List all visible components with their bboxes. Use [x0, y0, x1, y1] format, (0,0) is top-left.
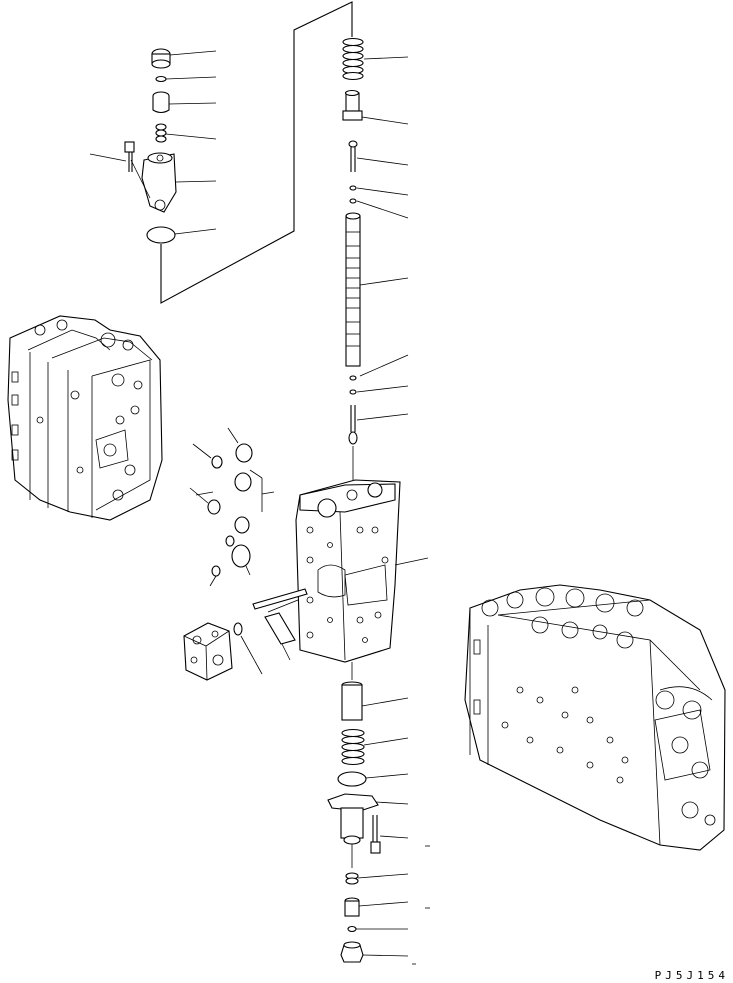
- right-control-valve-view: [464, 584, 726, 851]
- drawing-code-label: PJ5J154: [654, 969, 729, 982]
- left-pin-group: [233, 588, 308, 675]
- upper-left-cap-assembly: [89, 48, 217, 244]
- connector-line: [160, 1, 353, 304]
- left-control-valve-view: [7, 315, 163, 521]
- small-cover-block: [183, 622, 233, 681]
- lower-spring-stack: [327, 681, 430, 965]
- left-seal-group: [189, 427, 275, 587]
- main-valve-section: [295, 479, 429, 680]
- upper-spool-stack: [342, 37, 409, 480]
